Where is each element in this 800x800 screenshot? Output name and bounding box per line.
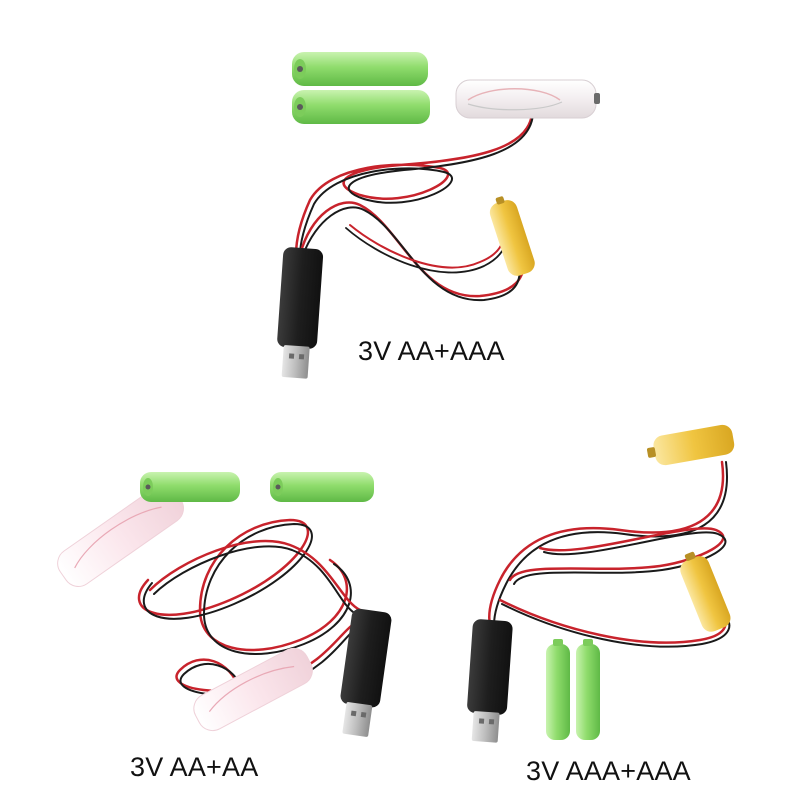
green-aaa-battery	[576, 639, 600, 740]
yellow-aaa-dummy-battery	[489, 196, 535, 276]
aa-dummy-battery-shell	[455, 79, 600, 119]
aa-dummy-battery-shell	[193, 647, 313, 732]
yellow-aaa-dummy-battery	[680, 551, 731, 632]
usb-step-up-module	[277, 247, 324, 379]
green-aa-battery	[292, 52, 428, 86]
green-aa-battery	[140, 472, 240, 502]
product-aaa-aaa	[467, 424, 735, 743]
usb-step-up-module	[467, 619, 513, 743]
caption-aa-aa: 3V AA+AA	[130, 752, 259, 782]
product-aa-aa	[57, 472, 392, 737]
green-aa-battery	[292, 90, 430, 124]
product-aa-aaa	[277, 52, 600, 379]
caption-aa-aaa: 3V AA+AAA	[358, 336, 505, 366]
green-aaa-battery	[546, 639, 570, 740]
cable-bundle	[137, 518, 363, 696]
caption-aaa-aaa: 3V AAA+AAA	[526, 756, 691, 786]
cable-bundle	[488, 460, 731, 648]
cable-bundle	[294, 112, 534, 302]
green-aa-battery	[270, 472, 374, 502]
usb-step-up-module	[340, 608, 392, 737]
yellow-aaa-dummy-battery	[646, 424, 735, 466]
